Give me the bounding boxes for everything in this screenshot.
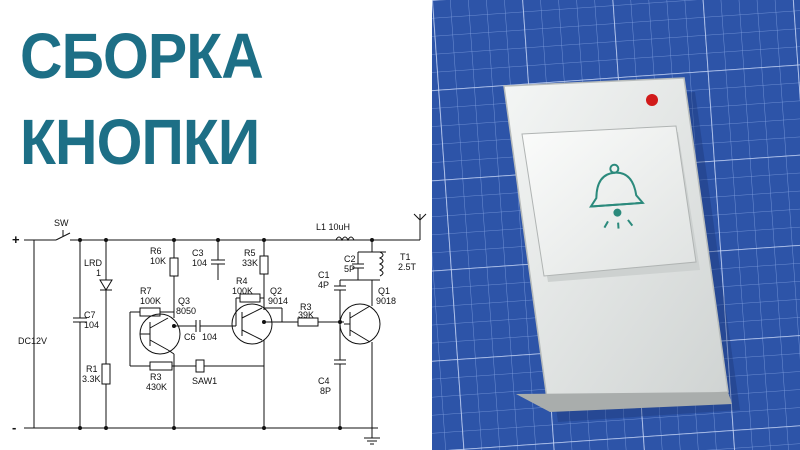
q3-value: 8050 bbox=[176, 306, 196, 316]
c3-value: 104 bbox=[192, 258, 207, 268]
lrd-number: 1 bbox=[96, 268, 101, 278]
r7-value: 100K bbox=[140, 296, 161, 306]
saw-label: SAW1 bbox=[192, 376, 217, 386]
q1-label: Q1 bbox=[378, 286, 390, 296]
q3-label: Q3 bbox=[178, 296, 190, 306]
t1-label: T1 bbox=[400, 252, 411, 262]
r1-label: R1 bbox=[86, 364, 98, 374]
c1-value: 4P bbox=[318, 280, 329, 290]
c7-value: 104 bbox=[84, 320, 99, 330]
c3-label: C3 bbox=[192, 248, 204, 258]
c6-value: 104 bbox=[202, 332, 217, 342]
doorbell-button bbox=[521, 125, 700, 282]
r7-label: R7 bbox=[140, 286, 152, 296]
c7-label: C7 bbox=[84, 310, 96, 320]
title-line-1: СБОРКА bbox=[20, 20, 264, 92]
doorbell-photo bbox=[432, 0, 800, 450]
r3-label: R3 bbox=[150, 372, 162, 382]
c2-value: 5P bbox=[344, 264, 355, 274]
r6-value: 10K bbox=[150, 256, 166, 266]
r5-label: R5 bbox=[244, 248, 256, 258]
lrd-label: LRD bbox=[84, 258, 103, 268]
bell-icon bbox=[588, 163, 645, 229]
r5-value: 33K bbox=[242, 258, 258, 268]
c2-label: C2 bbox=[344, 254, 356, 264]
r3b-label: R3 bbox=[300, 302, 312, 312]
circuit-schematic: + - SW DC12V C7 104 LRD 1 R1 3.3K R6 10K… bbox=[12, 213, 427, 445]
l1-label: L1 10uH bbox=[316, 222, 350, 232]
r1-value: 3.3K bbox=[82, 374, 101, 384]
r6-label: R6 bbox=[150, 246, 162, 256]
title-line-2: КНОПКИ bbox=[20, 106, 260, 178]
c1-label: C1 bbox=[318, 270, 330, 280]
q2-value: 9014 bbox=[268, 296, 288, 306]
sw-label: SW bbox=[54, 218, 69, 228]
t1-value: 2.5T bbox=[398, 262, 417, 272]
r4-label: R4 bbox=[236, 276, 248, 286]
c6-label: C6 bbox=[184, 332, 196, 342]
q2-label: Q2 bbox=[270, 286, 282, 296]
c4-label: C4 bbox=[318, 376, 330, 386]
r3-value: 430K bbox=[146, 382, 167, 392]
r3b-value: 39K bbox=[298, 310, 314, 320]
q1-value: 9018 bbox=[376, 296, 396, 306]
r4-value: 100K bbox=[232, 286, 253, 296]
minus-label: - bbox=[12, 420, 16, 435]
left-panel: СБОРКА КНОПКИ bbox=[12, 20, 427, 445]
supply-label: DC12V bbox=[18, 336, 47, 346]
c4-value: 8P bbox=[320, 386, 331, 396]
led-indicator bbox=[646, 94, 658, 106]
plus-label: + bbox=[12, 232, 20, 247]
cutting-mat bbox=[432, 0, 800, 450]
